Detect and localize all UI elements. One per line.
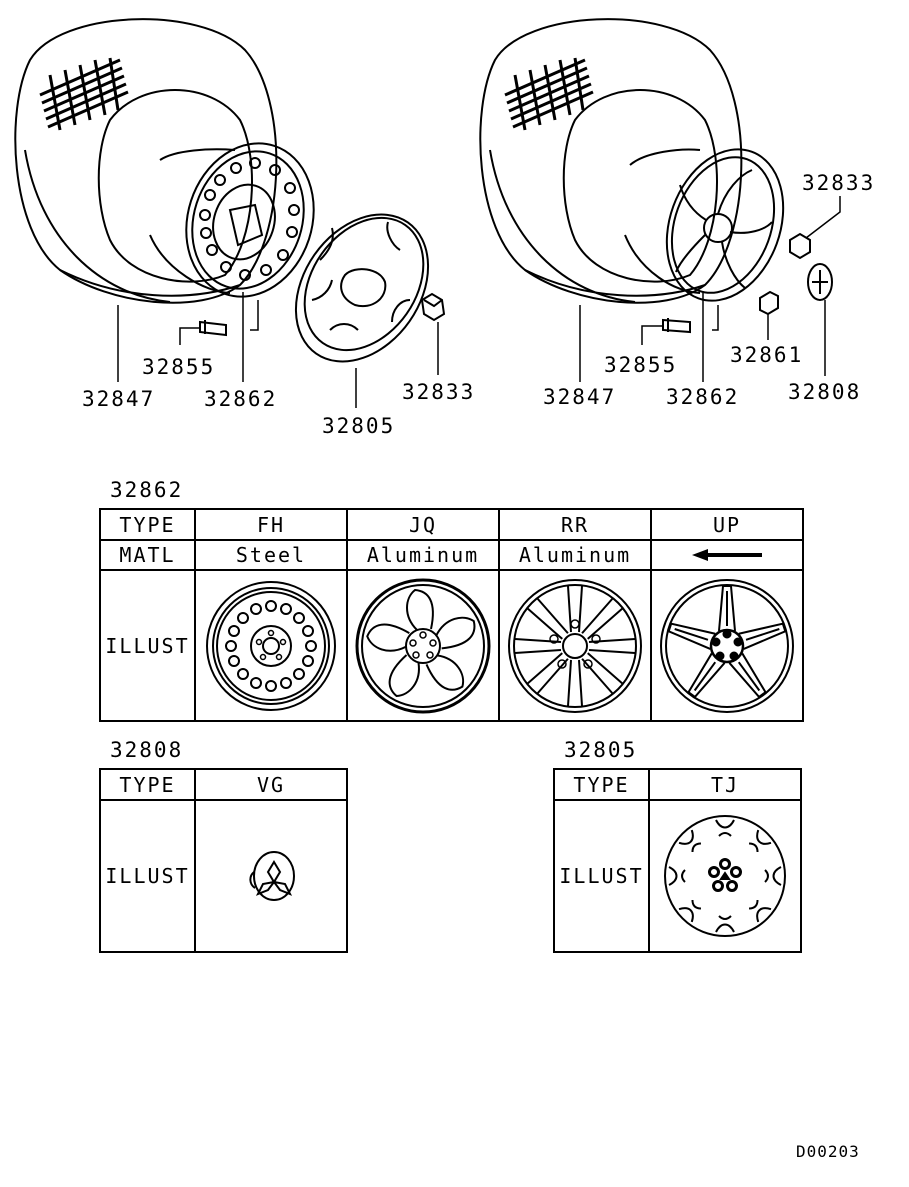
table-title-32805: 32805	[564, 738, 638, 762]
spec-table-32808: TYPE VG ILLUST	[99, 768, 348, 953]
matl-cell-rr: Aluminum	[498, 539, 652, 571]
right-leader-lines	[579, 196, 841, 382]
illust-cell-vg	[194, 799, 348, 953]
part-label-right-tire: 32847	[543, 385, 617, 409]
part-label-right-wheel: 32862	[666, 385, 740, 409]
wheel-cover-icon	[664, 815, 786, 937]
part-label-right-valve: 32855	[604, 353, 678, 377]
spec-table-32862: TYPE FH JQ RR UP MATL Steel Aluminum Alu…	[99, 508, 804, 722]
illust-cell-fh	[194, 569, 348, 722]
left-valve-stem-icon	[199, 320, 227, 337]
illust-cell-jq	[346, 569, 500, 722]
type-cell-up: UP	[650, 508, 804, 541]
left-leader-lines	[117, 292, 439, 408]
right-lug-nut-icon	[789, 232, 811, 260]
part-label-left-tire: 32847	[82, 387, 156, 411]
row-head-illust: ILLUST	[553, 799, 650, 953]
part-label-left-cover: 32805	[322, 414, 396, 438]
type-cell-rr: RR	[498, 508, 652, 541]
alloy-wheel-5-spoke-icon	[355, 578, 491, 713]
right-tire-icon	[479, 18, 743, 304]
center-cap-icon	[249, 851, 295, 901]
illust-cell-tj	[648, 799, 802, 953]
part-label-right-nut: 32833	[802, 171, 876, 195]
type-cell-jq: JQ	[346, 508, 500, 541]
type-cell-vg: VG	[194, 768, 348, 801]
left-lug-nut-icon	[420, 292, 446, 322]
steel-wheel-icon	[206, 580, 336, 711]
row-head-type: TYPE	[553, 768, 650, 801]
right-center-cap-icon	[807, 263, 833, 301]
alloy-wheel-star-icon	[660, 578, 794, 713]
right-valve-stem-icon	[662, 318, 691, 334]
matl-cell-jq: Aluminum	[346, 539, 500, 571]
matl-cell-fh: Steel	[194, 539, 348, 571]
left-arrow-icon	[692, 549, 762, 561]
left-wheel-cover-icon	[294, 213, 430, 363]
spec-table-32805: TYPE TJ ILLUST	[553, 768, 802, 953]
type-cell-tj: TJ	[648, 768, 802, 801]
right-alloy-wheel-icon	[624, 148, 785, 302]
illust-cell-rr	[498, 569, 652, 722]
row-head-illust: ILLUST	[99, 799, 196, 953]
row-head-matl: MATL	[99, 539, 196, 571]
part-label-left-wheel: 32862	[204, 387, 278, 411]
illust-cell-up	[650, 569, 804, 722]
alloy-wheel-8-spoke-icon	[508, 578, 642, 713]
table-title-32862: 32862	[110, 478, 184, 502]
part-label-right-weight: 32861	[730, 343, 804, 367]
part-label-left-valve: 32855	[142, 355, 216, 379]
left-steel-wheel-icon	[149, 142, 315, 298]
row-head-type: TYPE	[99, 768, 196, 801]
row-head-illust: ILLUST	[99, 569, 196, 722]
matl-cell-up	[650, 539, 804, 571]
right-balance-weight-icon	[759, 290, 779, 316]
row-head-type: TYPE	[99, 508, 196, 541]
type-cell-fh: FH	[194, 508, 348, 541]
part-label-left-nut: 32833	[402, 380, 476, 404]
part-label-right-cap: 32808	[788, 380, 862, 404]
document-id: D00203	[796, 1142, 860, 1161]
table-title-32808: 32808	[110, 738, 184, 762]
